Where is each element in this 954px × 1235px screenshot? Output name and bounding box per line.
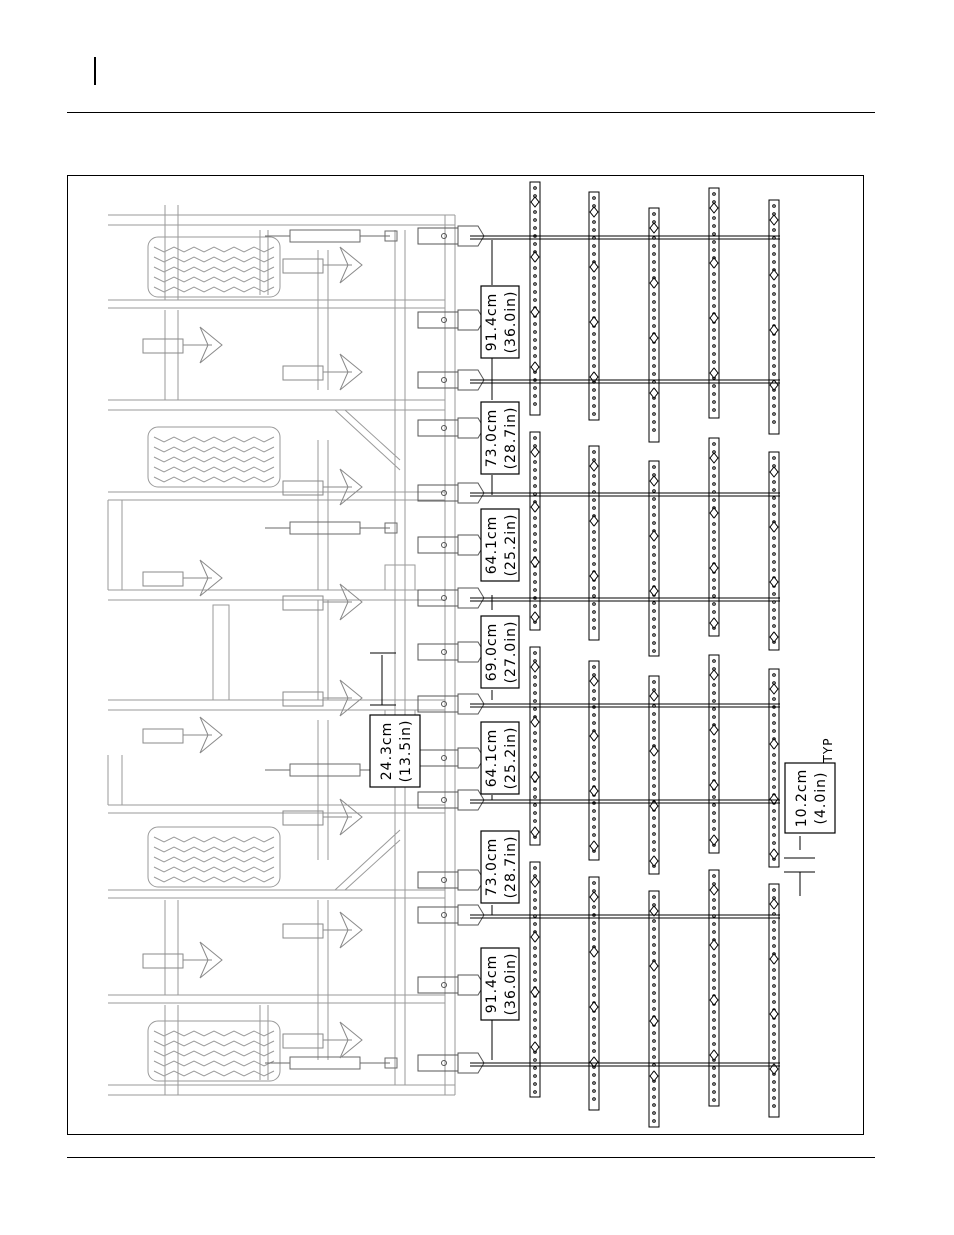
dimension-imperial: (36.0in) bbox=[503, 291, 519, 354]
svg-text:TYP: TYP bbox=[821, 738, 835, 764]
dimension-imperial: (36.0in) bbox=[503, 953, 519, 1016]
dimension-callout: 91.4cm (36.0in) bbox=[481, 948, 519, 1020]
harrow-bar bbox=[649, 891, 659, 1127]
dimension-imperial: (25.2in) bbox=[503, 514, 519, 577]
harrow-bar bbox=[589, 192, 599, 420]
shank-clamp bbox=[418, 310, 484, 330]
harrow-bar bbox=[589, 446, 599, 640]
shank-clamp bbox=[418, 535, 484, 555]
dimension-metric: 73.0cm bbox=[484, 838, 500, 897]
typ-label: TYP bbox=[821, 738, 835, 764]
dimension-callout: 64.1cm (25.2in) bbox=[481, 722, 519, 794]
harrow-tine-bars bbox=[530, 182, 779, 1127]
harrow-bar bbox=[649, 208, 659, 442]
sweep-shank bbox=[283, 912, 362, 948]
dimension-imperial: (27.0in) bbox=[503, 621, 519, 684]
harrow-bar bbox=[709, 438, 719, 636]
dimension-callout: 64.1cm (25.2in) bbox=[481, 509, 519, 581]
sweep-shank bbox=[283, 799, 362, 835]
harrow-bar bbox=[530, 647, 540, 845]
shank-clamps bbox=[418, 226, 484, 1073]
dimension-callout: 91.4cm (36.0in) bbox=[481, 286, 519, 358]
dimension-callout: 69.0cm (27.0in) bbox=[481, 616, 519, 688]
dimension-imperial: (28.7in) bbox=[503, 407, 519, 470]
dimension-metric: 73.0cm bbox=[484, 409, 500, 468]
sweep-shank bbox=[143, 560, 222, 596]
dimension-metric: 91.4cm bbox=[484, 293, 500, 352]
harrow-bar bbox=[709, 655, 719, 853]
dimension-arrows bbox=[370, 240, 815, 1060]
dimension-imperial: (4.0in) bbox=[813, 772, 829, 825]
harrow-bar bbox=[589, 877, 599, 1110]
dimension-callout: 10.2cm (4.0in) bbox=[785, 763, 835, 833]
dimension-callout: 24.3cm (13.5in) bbox=[370, 715, 420, 787]
harrow-bar bbox=[769, 200, 779, 434]
sweep-shank bbox=[143, 942, 222, 978]
shank-clamp bbox=[418, 975, 484, 995]
hydraulic-cylinders bbox=[265, 230, 397, 1069]
hydraulic-cylinder bbox=[265, 522, 397, 534]
sweep-shank bbox=[283, 1022, 362, 1058]
dimension-callout: 73.0cm (28.7in) bbox=[481, 831, 519, 903]
dimension-metric: 10.2cm bbox=[794, 769, 810, 828]
dimension-metric: 91.4cm bbox=[484, 955, 500, 1014]
dimension-metric: 24.3cm bbox=[379, 722, 395, 781]
sweep-shank bbox=[283, 584, 362, 620]
tire-icon bbox=[148, 427, 280, 487]
dimension-imperial: (28.7in) bbox=[503, 836, 519, 899]
sweep-shanks bbox=[143, 247, 362, 1058]
harrow-bar bbox=[649, 676, 659, 874]
dimension-imperial: (25.2in) bbox=[503, 727, 519, 790]
tire-icon bbox=[148, 827, 280, 887]
dimension-metric: 69.0cm bbox=[484, 623, 500, 682]
sweep-shank bbox=[283, 247, 362, 283]
harrow-bar bbox=[530, 432, 540, 630]
harrow-bar bbox=[530, 862, 540, 1097]
dimension-imperial: (13.5in) bbox=[398, 720, 414, 783]
shank-clamp bbox=[418, 870, 484, 890]
harrow-bar bbox=[649, 461, 659, 656]
shank-clamp bbox=[418, 418, 484, 438]
shank-clamp bbox=[418, 748, 484, 768]
hydraulic-cylinder bbox=[265, 1057, 397, 1069]
harrow-bar bbox=[769, 452, 779, 650]
harrow-bar bbox=[589, 661, 599, 860]
dimension-callout: 73.0cm (28.7in) bbox=[481, 402, 519, 474]
dimension-metric: 64.1cm bbox=[484, 516, 500, 575]
hydraulic-cylinder bbox=[265, 230, 397, 242]
harrow-bar bbox=[769, 669, 779, 867]
sweep-shank bbox=[283, 680, 362, 716]
sweep-shank bbox=[143, 717, 222, 753]
harrow-bar bbox=[769, 884, 779, 1117]
harrow-bar bbox=[709, 870, 719, 1106]
sweep-shank bbox=[143, 327, 222, 363]
shank-clamp bbox=[418, 642, 484, 662]
dimension-metric: 64.1cm bbox=[484, 729, 500, 788]
sweep-shank bbox=[283, 354, 362, 390]
